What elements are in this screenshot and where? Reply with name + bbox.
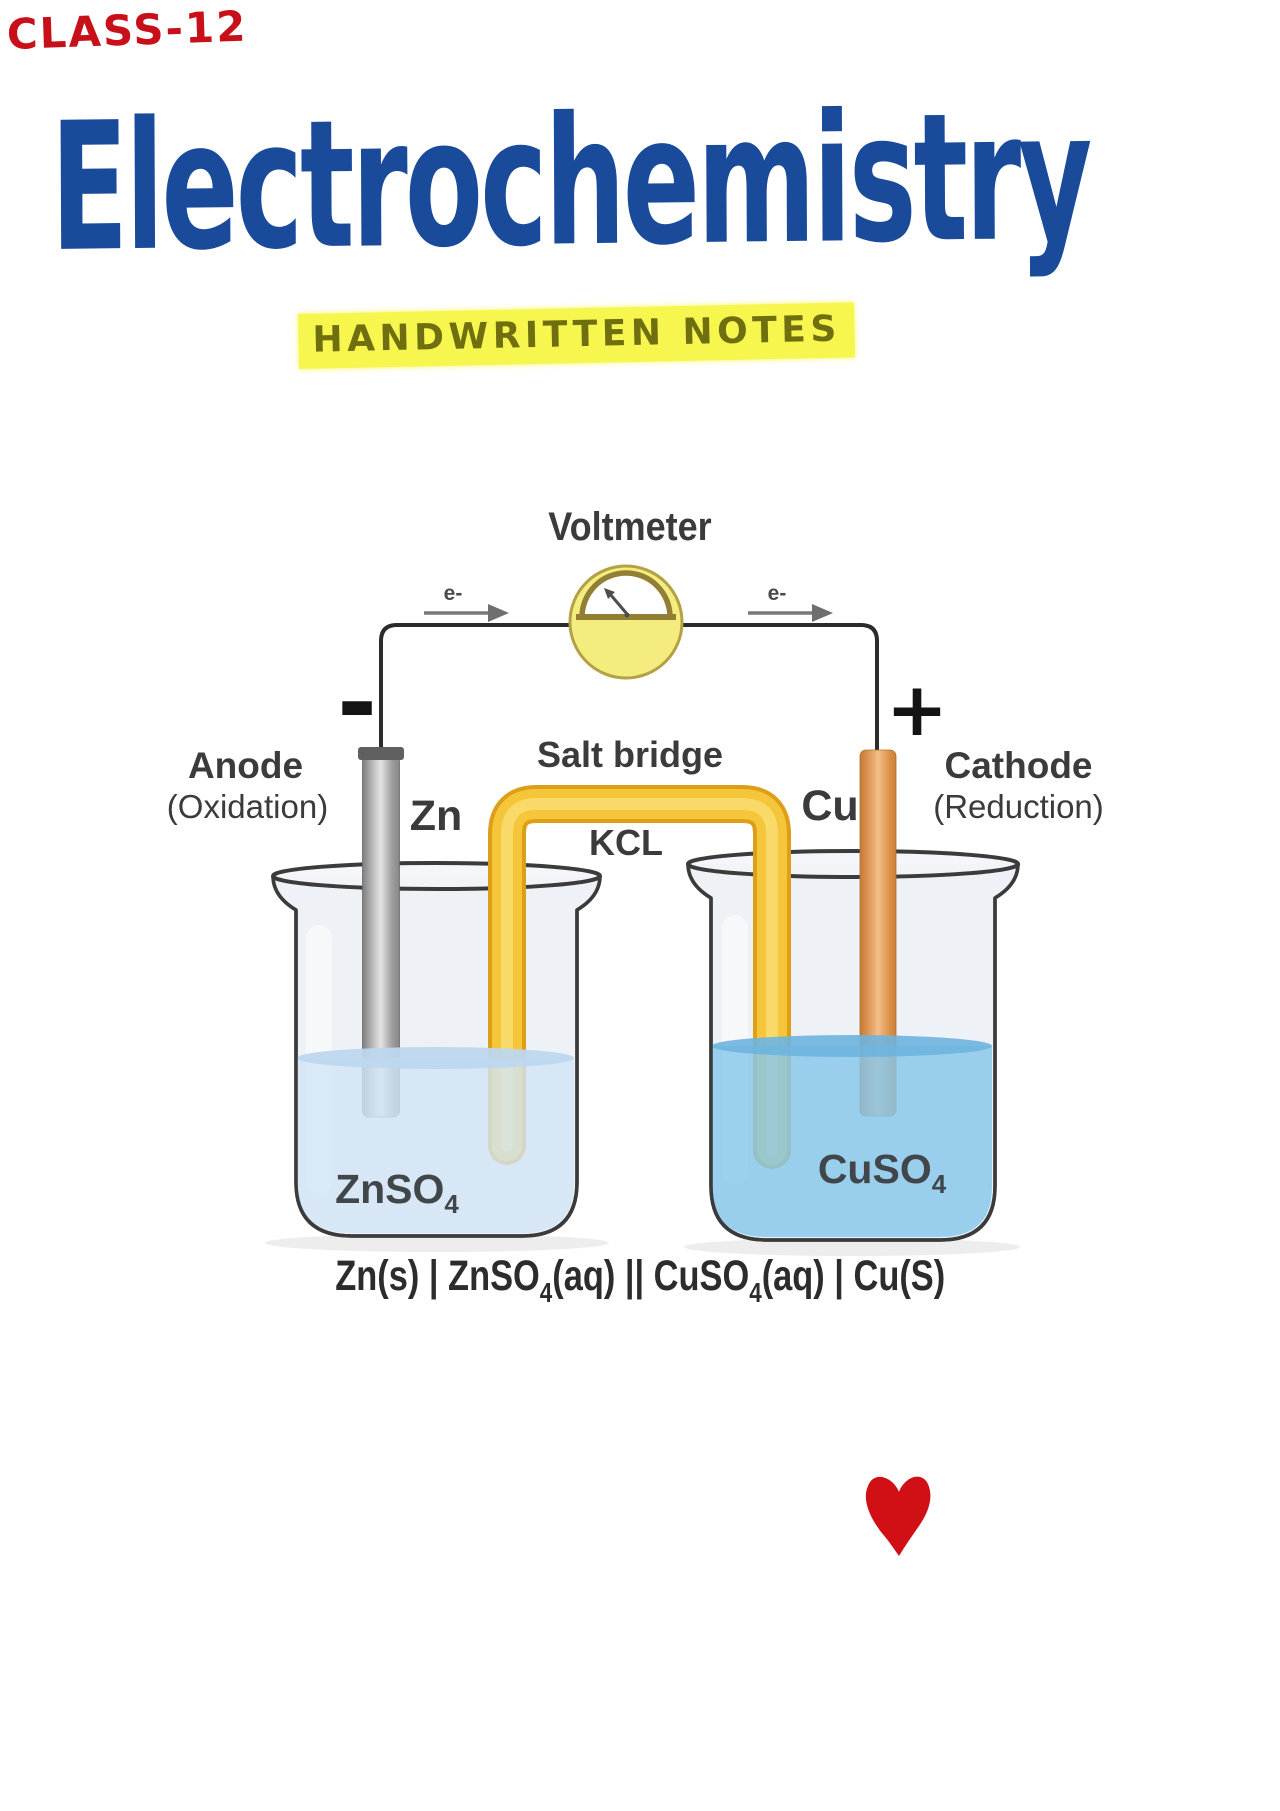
cuso4-formula: CuSO [817, 1146, 932, 1192]
cathode-sublabel: (Reduction) [933, 788, 1104, 825]
cell-notation-subscript: 4 [539, 1277, 553, 1308]
salt-bridge-tube [488, 785, 791, 1169]
left-solution [297, 1047, 574, 1233]
cu-electrode-label: Cu [801, 782, 859, 830]
right-beaker-shadow [684, 1238, 1020, 1256]
right-solution [712, 1035, 992, 1237]
cuso4-subscript: 4 [931, 1169, 947, 1199]
cell-notation-part: (aq) || CuSO [552, 1252, 749, 1300]
znso4-label: ZnSO4 [312, 1166, 482, 1220]
kcl-label: KCL [589, 822, 663, 863]
electron-arrow-left-icon [424, 604, 509, 622]
cell-notation-part: Zn(s) | ZnSO [335, 1252, 540, 1300]
znso4-subscript: 4 [444, 1189, 459, 1219]
cuso4-label: CuSO4 [792, 1146, 972, 1200]
anode-label: Anode [187, 745, 304, 786]
plus-terminal: + [885, 667, 948, 753]
voltmeter-icon [568, 564, 684, 680]
electron-label-left: e- [443, 582, 463, 605]
left-beaker-outline [271, 875, 602, 1238]
anode-sublabel: (Oxidation) [166, 788, 329, 825]
electron-label-right: e- [767, 582, 787, 605]
cathode-label: Cathode [944, 745, 1093, 786]
voltmeter-label: Voltmeter [548, 505, 712, 549]
electron-arrow-right-icon [748, 604, 833, 622]
minus-terminal: - [337, 647, 377, 759]
cell-notation-subscript: 4 [748, 1277, 762, 1308]
znso4-formula: ZnSO [335, 1166, 445, 1212]
cell-notation: Zn(s) | ZnSO4(aq) || CuSO4(aq) | Cu(S) [140, 1252, 1140, 1309]
salt-bridge-label: Salt bridge [536, 734, 724, 775]
cell-notation-part: (aq) | Cu(S) [761, 1252, 945, 1300]
heart-icon [865, 1476, 931, 1556]
right-beaker-outline [686, 863, 1020, 1242]
left-beaker-shadow [265, 1234, 609, 1252]
zn-electrode-label: Zn [409, 792, 463, 840]
